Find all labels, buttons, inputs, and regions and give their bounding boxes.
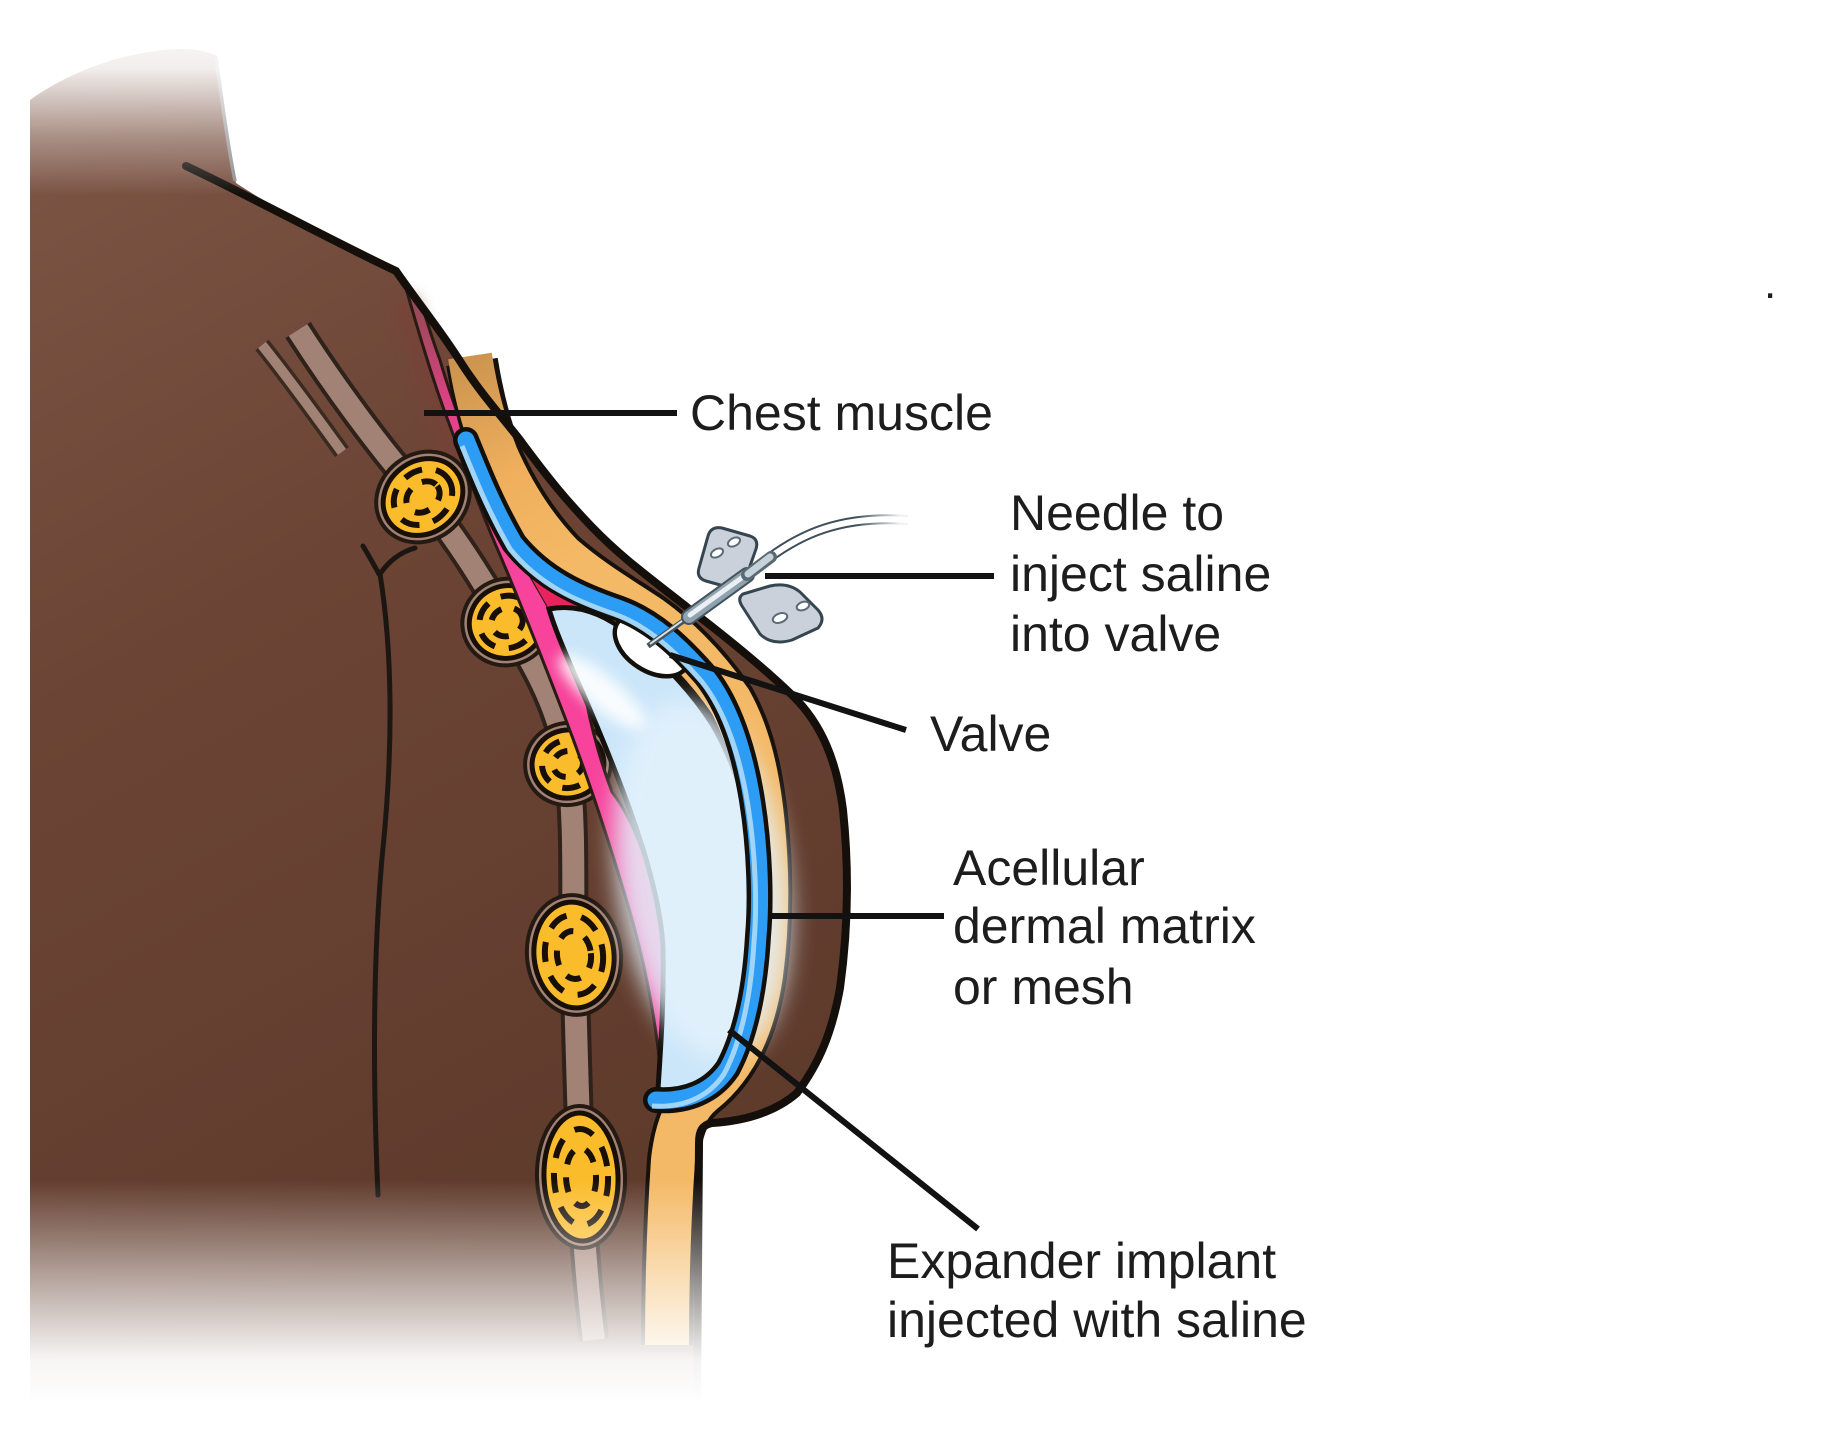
lymph-node <box>531 899 617 1011</box>
skin-crease-lines <box>360 543 418 1198</box>
wing-hole <box>726 536 742 548</box>
bottom-fade <box>0 1180 882 1405</box>
label-chest-muscle: Chest muscle <box>690 385 993 441</box>
butterfly-needle <box>646 490 928 649</box>
label-needle-line2: inject saline <box>1010 546 1271 602</box>
wing-hole <box>795 600 811 612</box>
wing-hole <box>709 547 725 559</box>
stray-period-dot: . <box>1764 259 1776 308</box>
wing-hole <box>771 612 789 624</box>
label-adm-line1: Acellular <box>953 840 1145 896</box>
tubing-fade <box>856 490 928 550</box>
label-valve: Valve <box>930 706 1051 762</box>
lymph-node <box>380 456 466 538</box>
labels: Chest muscle Needle to inject saline int… <box>690 259 1776 1348</box>
leader-lines <box>424 410 994 1232</box>
label-needle-line3: into valve <box>1010 606 1221 662</box>
label-needle-line1: Needle to <box>1010 485 1224 541</box>
needle-collar-shine <box>744 553 774 578</box>
body-silhouette <box>30 49 847 1400</box>
label-adm-line3: or mesh <box>953 959 1134 1015</box>
leader-valve <box>669 652 907 733</box>
label-adm-line2: dermal matrix <box>953 898 1256 954</box>
mesh-layer <box>453 427 773 1114</box>
top-fade <box>0 0 790 200</box>
mesh-highlight <box>459 445 759 1109</box>
needle-cannula-shine <box>687 571 750 618</box>
bottom-white <box>0 1402 882 1449</box>
chain-tail-fill <box>258 341 347 455</box>
skin-outline <box>182 162 851 1402</box>
label-expander-line2: injected with saline <box>887 1292 1307 1348</box>
implant-gloss <box>558 654 646 730</box>
leader-expander <box>727 1027 980 1232</box>
label-expander-line1: Expander implant <box>887 1233 1276 1289</box>
